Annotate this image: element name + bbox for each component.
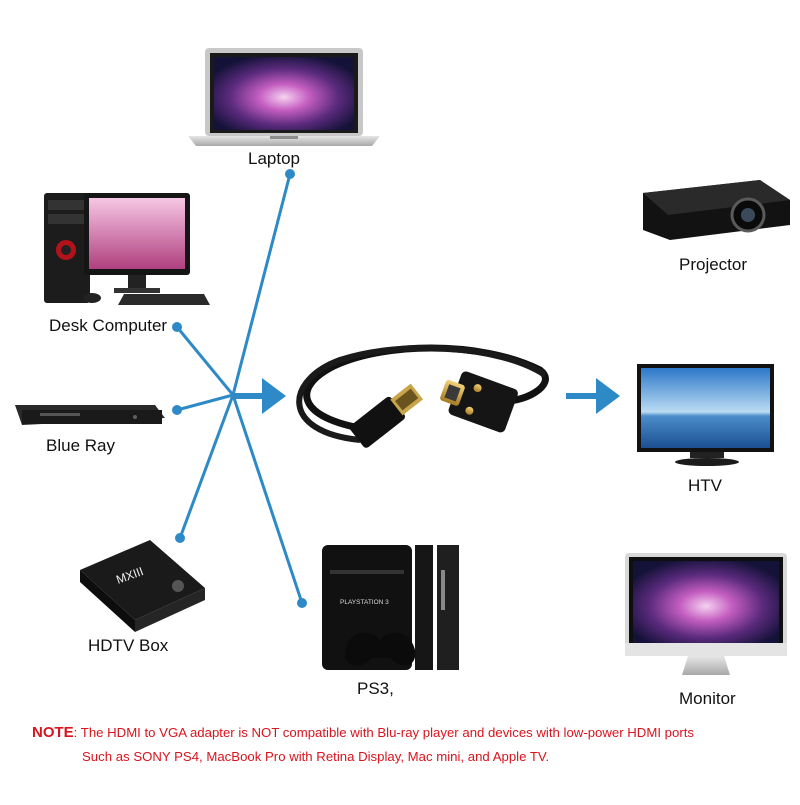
arrow-in (233, 378, 286, 414)
label-ps3: PS3, (357, 679, 394, 698)
label-laptop: Laptop (248, 149, 300, 168)
line-hdtvbox (178, 393, 235, 540)
label-projector: Projector (679, 255, 748, 274)
hdmi-vga-cable-image (296, 344, 549, 448)
ps3-image: PLAYSTATION 3 (322, 545, 459, 670)
arrow-out (566, 378, 620, 414)
line-bluray (175, 393, 235, 412)
blue-ray-image (15, 405, 165, 425)
line-laptop (231, 172, 292, 397)
label-blue-ray: Blue Ray (46, 436, 115, 455)
connector-lines (175, 172, 304, 605)
ps3-logo: PLAYSTATION 3 (340, 599, 389, 606)
label-hdtv-box: HDTV Box (88, 636, 169, 655)
htv-image (637, 364, 774, 466)
laptop-image (188, 48, 380, 146)
label-desk-computer: Desk Computer (49, 316, 168, 335)
projector-image (643, 180, 790, 240)
line-desk (175, 325, 235, 397)
hdtv-box-image: MXIII (80, 540, 205, 632)
monitor-image (625, 553, 787, 675)
label-monitor: Monitor (679, 689, 736, 708)
desk-computer-image (44, 193, 210, 305)
connector-dots (172, 169, 307, 608)
note-line-2: Such as SONY PS4, MacBook Pro with Retin… (82, 749, 550, 764)
note-line-1: : The HDMI to VGA adapter is NOT compati… (73, 725, 694, 740)
compatibility-note: NOTE: The HDMI to VGA adapter is NOT com… (32, 721, 694, 764)
label-htv: HTV (688, 476, 722, 495)
note-label: NOTE (32, 724, 74, 741)
line-ps3 (231, 393, 304, 605)
